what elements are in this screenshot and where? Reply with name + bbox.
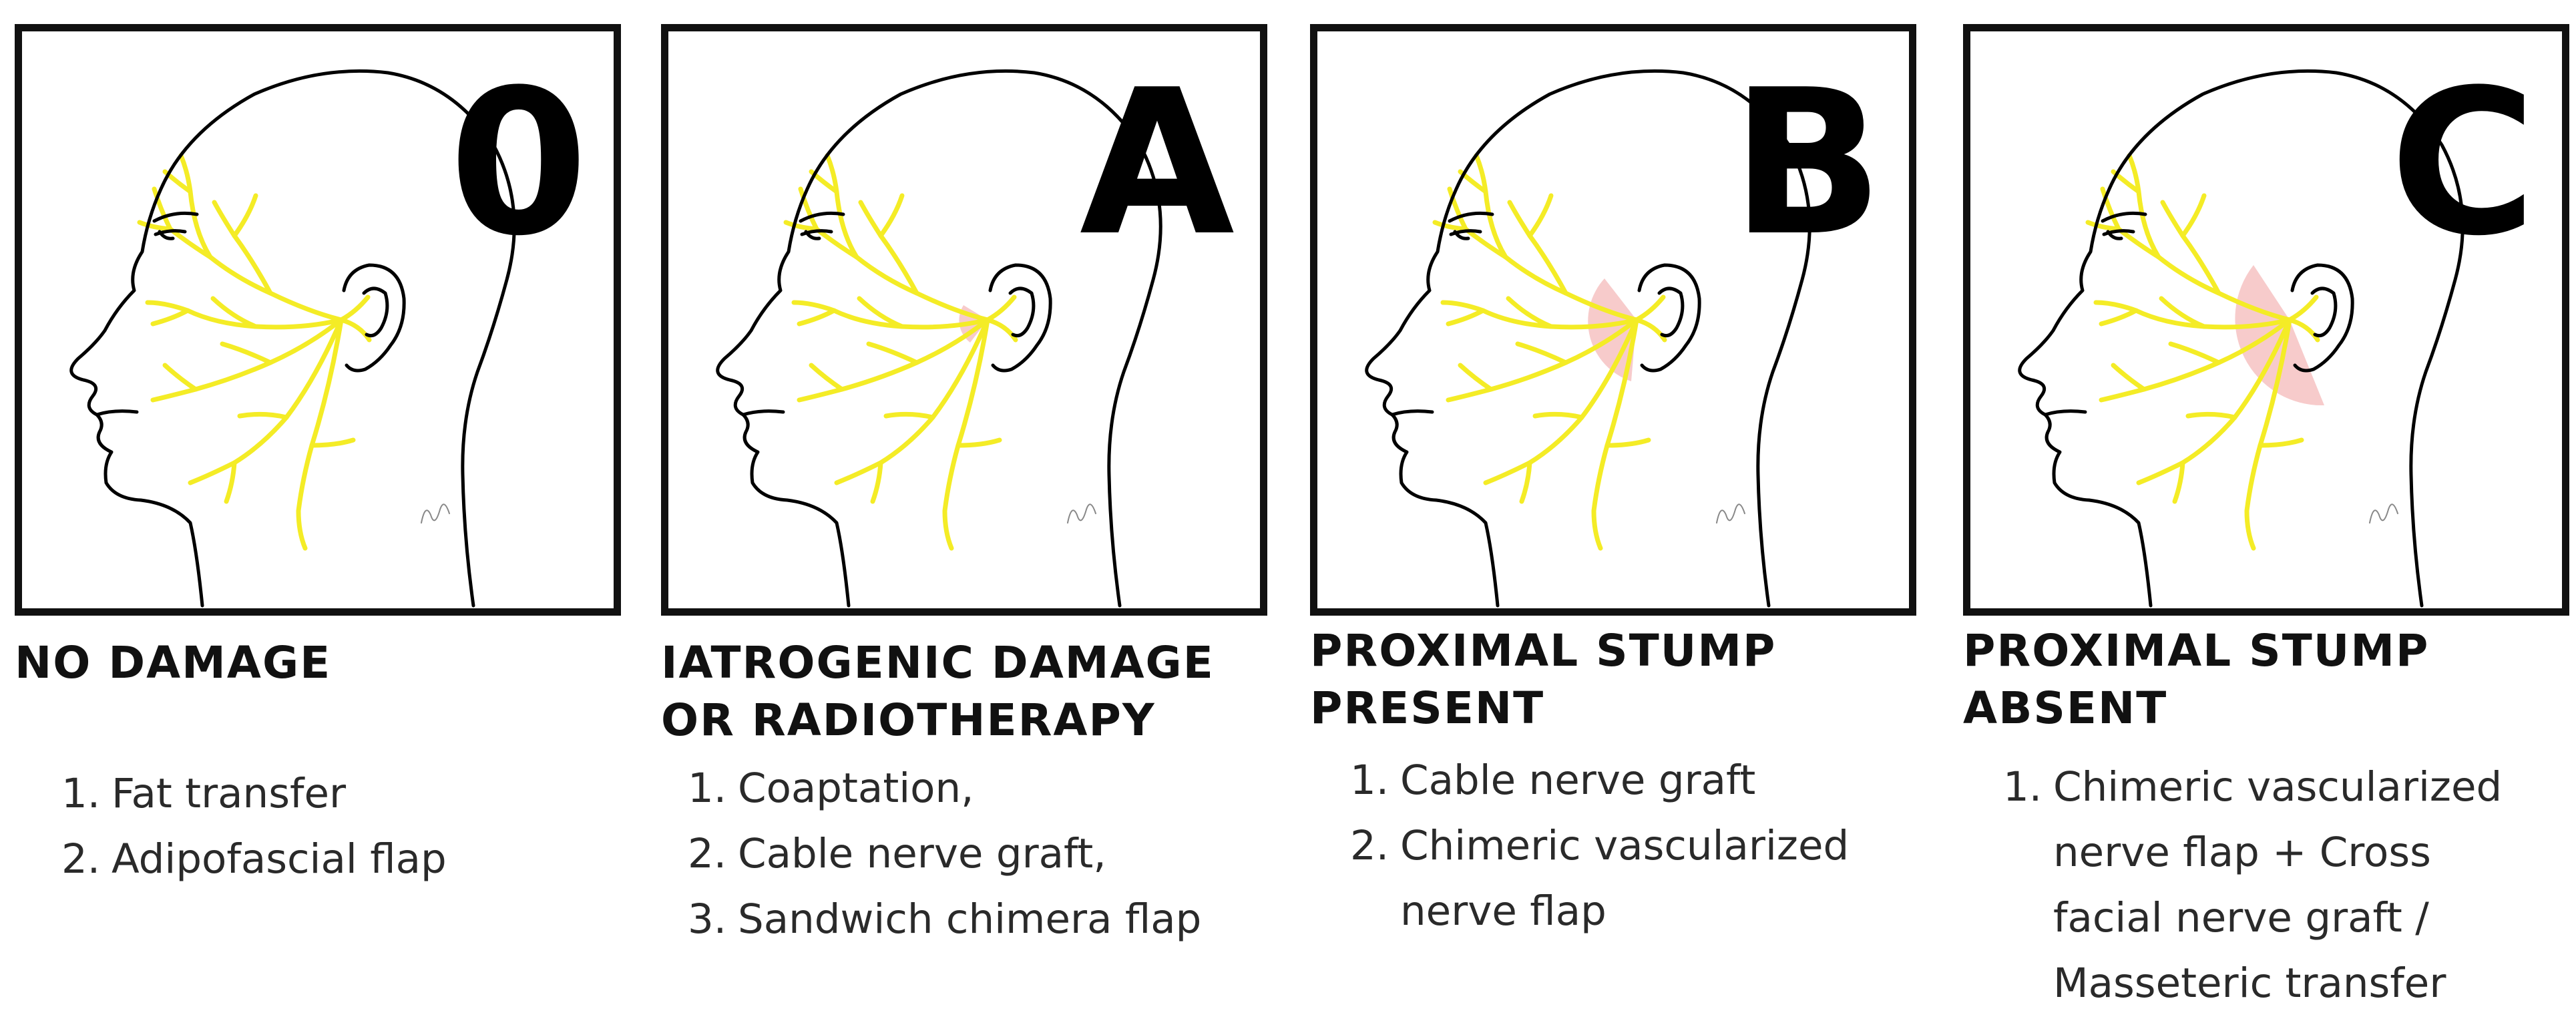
illustration-frame: 0 xyxy=(15,24,621,616)
panel-heading: PROXIMAL STUMP ABSENT xyxy=(1963,625,2430,734)
list-item: 1.Coaptation, xyxy=(688,765,974,812)
illustration-frame: C xyxy=(1963,24,2569,616)
treatment-list: 1.Fat transfer 2.Adipofascial flap xyxy=(61,761,447,892)
panel-heading: IATROGENIC DAMAGE OR RADIOTHERAPY xyxy=(661,637,1215,746)
head-illustration xyxy=(1970,31,2562,608)
treatment-list: 1.Coaptation, 2.Cable nerve graft, 3.San… xyxy=(688,756,1201,952)
damage-zone xyxy=(1588,278,1637,381)
head-illustration xyxy=(1317,31,1909,608)
panel-letter: 0 xyxy=(449,47,588,280)
list-item: 1.Fat transfer xyxy=(61,770,347,817)
list-item: 2.Cable nerve graft, xyxy=(688,830,1106,877)
panel-b: B PROXIMAL STUMP PRESENT 1.Cable nerve g… xyxy=(1310,0,1944,1035)
list-item: 1.Cable nerve graft xyxy=(1350,757,1756,804)
panel-0: 0 NO DAMAGE 1.Fat transfer 2.Adipofascia… xyxy=(15,0,649,1035)
panel-c: C PROXIMAL STUMP ABSENT 1.Chimeric vascu… xyxy=(1963,0,2576,1035)
list-item: 2.Adipofascial flap xyxy=(61,835,447,883)
illustration-frame: A xyxy=(661,24,1267,616)
head-illustration xyxy=(668,31,1260,608)
panel-heading: NO DAMAGE xyxy=(15,637,332,688)
damage-zone xyxy=(2235,265,2324,406)
list-item: 3.Sandwich chimera flap xyxy=(688,895,1202,943)
panel-letter: A xyxy=(1079,47,1235,280)
panel-letter: B xyxy=(1731,47,1884,280)
panel-a: A IATROGENIC DAMAGE OR RADIOTHERAPY 1.Co… xyxy=(661,0,1295,1035)
panel-heading: PROXIMAL STUMP PRESENT xyxy=(1310,625,1777,734)
panel-letter: C xyxy=(2389,47,2537,280)
illustration-frame: B xyxy=(1310,24,1916,616)
treatment-list: 1.Cable nerve graft 2.Chimeric vasculari… xyxy=(1350,748,1849,944)
